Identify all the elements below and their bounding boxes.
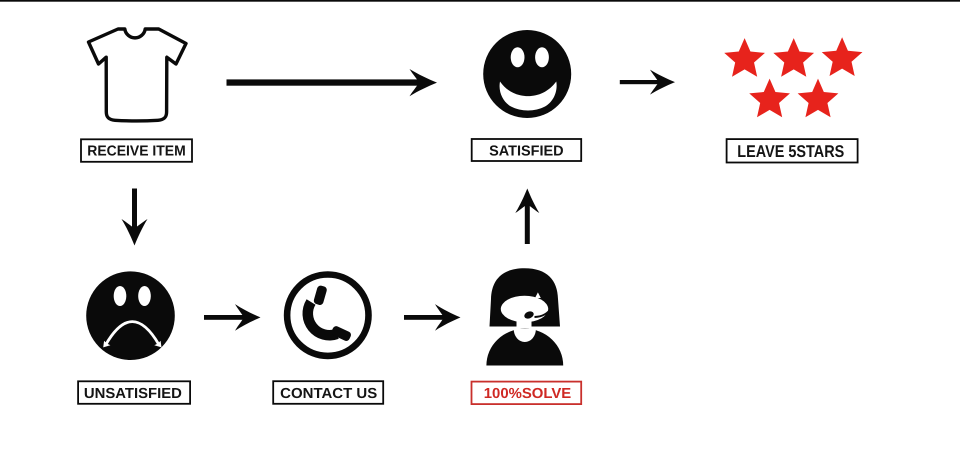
svg-text:RECEIVE ITEM: RECEIVE ITEM — [87, 143, 186, 159]
svg-text:100%SOLVE: 100%SOLVE — [484, 386, 572, 402]
svg-text:SATISFIED: SATISFIED — [489, 144, 564, 160]
svg-text:CONTACT US: CONTACT US — [280, 386, 377, 402]
svg-text:UNSATISFIED: UNSATISFIED — [84, 386, 182, 402]
svg-text:LEAVE 5STARS: LEAVE 5STARS — [737, 142, 844, 161]
